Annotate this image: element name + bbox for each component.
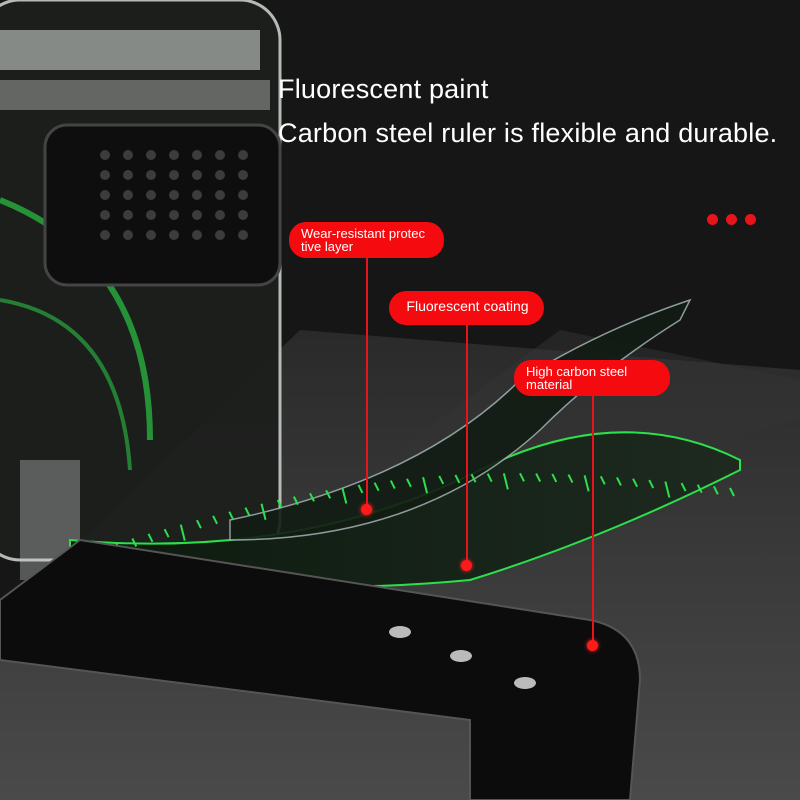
ruler-tick bbox=[599, 475, 606, 485]
ruler-tick bbox=[163, 528, 170, 538]
ruler-tick bbox=[309, 492, 315, 502]
grip-stud bbox=[192, 190, 202, 200]
ruler-tick bbox=[664, 481, 671, 498]
ruler-tick bbox=[567, 474, 574, 483]
grip-stud bbox=[146, 170, 156, 180]
ruler-tick bbox=[454, 474, 461, 484]
ruler-tick bbox=[502, 473, 509, 490]
callout-line-3 bbox=[592, 396, 594, 646]
ruler-tick bbox=[438, 475, 445, 485]
grip-stud bbox=[123, 170, 133, 180]
callout-line-1 bbox=[366, 257, 368, 509]
grip-stud bbox=[238, 150, 248, 160]
ruler-tick bbox=[406, 478, 412, 488]
dot-3 bbox=[745, 214, 756, 225]
grip-stud bbox=[215, 170, 225, 180]
grip-stud bbox=[169, 150, 179, 160]
grip-stud bbox=[192, 230, 202, 240]
ruler-tick bbox=[648, 479, 655, 489]
ruler-tick bbox=[276, 499, 283, 509]
ruler-tick bbox=[486, 473, 493, 483]
grip-stud bbox=[100, 210, 110, 220]
tape-measure-housing bbox=[0, 0, 282, 580]
grip-stud bbox=[100, 170, 110, 180]
callout-pin-1 bbox=[361, 504, 372, 515]
ruler-tick bbox=[680, 482, 687, 492]
grip-stud bbox=[100, 150, 110, 160]
grip-stud bbox=[215, 150, 225, 160]
dot-2 bbox=[726, 214, 737, 225]
grip-stud bbox=[215, 190, 225, 200]
callout-wear-resistant-layer: Wear-resistant protec tive layer bbox=[289, 222, 444, 258]
callout-pin-3 bbox=[587, 640, 598, 651]
ruler-tick bbox=[325, 489, 332, 499]
callout-high-carbon-steel: High carbon steel material bbox=[514, 360, 670, 396]
ruler-tick bbox=[696, 484, 703, 494]
ruler-tick bbox=[422, 477, 429, 494]
ruler-tick bbox=[292, 496, 299, 506]
ruler-tick bbox=[196, 519, 202, 529]
grip-stud bbox=[169, 210, 179, 220]
tape-hook bbox=[0, 538, 642, 800]
callout-pin-2 bbox=[461, 560, 472, 571]
ruler-tick bbox=[551, 473, 558, 483]
dot-1 bbox=[707, 214, 718, 225]
grip-stud bbox=[146, 210, 156, 220]
pagination-dots bbox=[707, 214, 756, 225]
ruler-tick bbox=[373, 482, 380, 492]
grip-stud bbox=[146, 150, 156, 160]
callout-text: Wear-resistant protec bbox=[301, 226, 426, 241]
grip-stud bbox=[123, 150, 133, 160]
grip-stud bbox=[192, 150, 202, 160]
callout-text: tive layer bbox=[301, 239, 354, 254]
ruler-tick bbox=[535, 473, 542, 482]
callout-line-2 bbox=[466, 325, 468, 565]
headline-subtitle: Carbon steel ruler is flexible and durab… bbox=[278, 118, 778, 148]
grip-stud bbox=[238, 230, 248, 240]
ruler-tick bbox=[244, 507, 251, 517]
ruler-tick bbox=[212, 515, 218, 525]
ruler-tick bbox=[632, 478, 638, 488]
grip-stud bbox=[169, 190, 179, 200]
ruler-tick bbox=[228, 511, 235, 521]
grip-stud bbox=[238, 170, 248, 180]
grip-stud bbox=[169, 170, 179, 180]
grip-stud bbox=[215, 230, 225, 240]
ruler-tick bbox=[616, 476, 622, 486]
grip-stud bbox=[123, 210, 133, 220]
grip-stud bbox=[169, 230, 179, 240]
grip-stud bbox=[100, 190, 110, 200]
grip-stud bbox=[146, 190, 156, 200]
ruler-tick bbox=[357, 484, 364, 494]
ruler-tick bbox=[583, 475, 590, 492]
ruler-tick bbox=[260, 503, 267, 521]
grip-pad bbox=[43, 123, 282, 287]
ruler-tick bbox=[389, 480, 396, 490]
grip-stud bbox=[123, 230, 133, 240]
ruler-tick bbox=[131, 538, 138, 547]
ruler-tick bbox=[470, 473, 477, 483]
grip-stud bbox=[215, 210, 225, 220]
grip-stud bbox=[100, 230, 110, 240]
callout-text: material bbox=[526, 377, 573, 392]
grip-stud bbox=[123, 190, 133, 200]
grip-stud bbox=[192, 170, 202, 180]
ruler-tick bbox=[519, 472, 525, 482]
grip-stud bbox=[146, 230, 156, 240]
ruler-tick bbox=[712, 485, 719, 495]
headline-title: Fluorescent paint bbox=[278, 74, 489, 104]
rivets bbox=[389, 626, 536, 689]
grip-stud bbox=[238, 190, 248, 200]
ruler-tick bbox=[729, 487, 735, 497]
ruler-tick bbox=[341, 487, 348, 504]
callout-fluorescent-coating: Fluorescent coating bbox=[389, 291, 544, 325]
callout-text: High carbon steel bbox=[526, 364, 628, 379]
grip-stud bbox=[238, 210, 248, 220]
ruler-tick bbox=[179, 524, 186, 541]
grip-stud bbox=[192, 210, 202, 220]
ruler-tick bbox=[147, 533, 154, 543]
